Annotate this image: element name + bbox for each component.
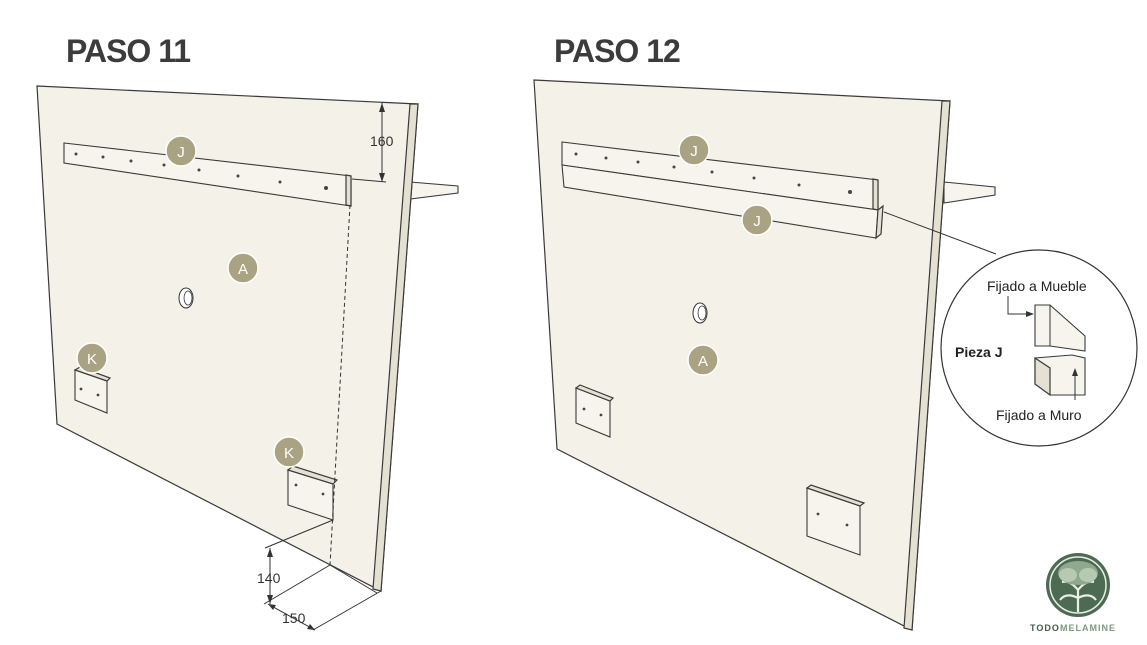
- cable-hole-right: [692, 302, 708, 324]
- dimension-line-horizontal: [267, 603, 316, 631]
- step-11-title: PASO 11: [66, 33, 190, 69]
- label-fijado-muro: Fijado a Muro: [996, 407, 1082, 423]
- label-fijado-mueble: Fijado a Mueble: [987, 278, 1087, 294]
- badge-j-left: J: [165, 135, 197, 167]
- shelf-left: [409, 181, 459, 200]
- dimension-top: 160: [370, 133, 394, 149]
- svg-text:K: K: [284, 445, 294, 462]
- dimension-horizontal: 150: [282, 610, 306, 626]
- badge-j-upper: J: [678, 134, 710, 166]
- paso-12-panel: J J A: [533, 79, 997, 631]
- board-a-left-edge: [372, 103, 419, 592]
- cable-hole-left: [178, 287, 194, 309]
- step-12-title: PASO 12: [554, 33, 680, 69]
- svg-text:K: K: [87, 351, 97, 368]
- svg-text:A: A: [698, 353, 708, 370]
- callout-leader: [883, 211, 997, 255]
- svg-text:J: J: [690, 143, 698, 160]
- board-a-right-edge: [903, 100, 951, 631]
- detail-callout: Fijado a Mueble Pieza J Fijado a Muro: [940, 249, 1138, 447]
- badge-a-left: A: [227, 252, 259, 284]
- badge-k-left-1: K: [76, 342, 108, 374]
- badge-j-lower: J: [741, 204, 773, 236]
- badge-a-right: A: [687, 344, 719, 376]
- brand-melamine: MELAMINE: [1060, 623, 1116, 633]
- brand-logo: TODO MELAMINE: [1030, 553, 1116, 633]
- brand-todo: TODO: [1030, 623, 1060, 633]
- svg-text:A: A: [238, 261, 248, 278]
- label-pieza-j: Pieza J: [955, 344, 1002, 360]
- paso-11-panel: 160 140 150 J A K K: [36, 85, 459, 631]
- badge-k-left-2: K: [273, 436, 305, 468]
- dimension-vertical: 140: [257, 570, 281, 586]
- shelf-right: [943, 181, 996, 204]
- svg-text:J: J: [177, 144, 185, 161]
- svg-text:J: J: [753, 213, 761, 230]
